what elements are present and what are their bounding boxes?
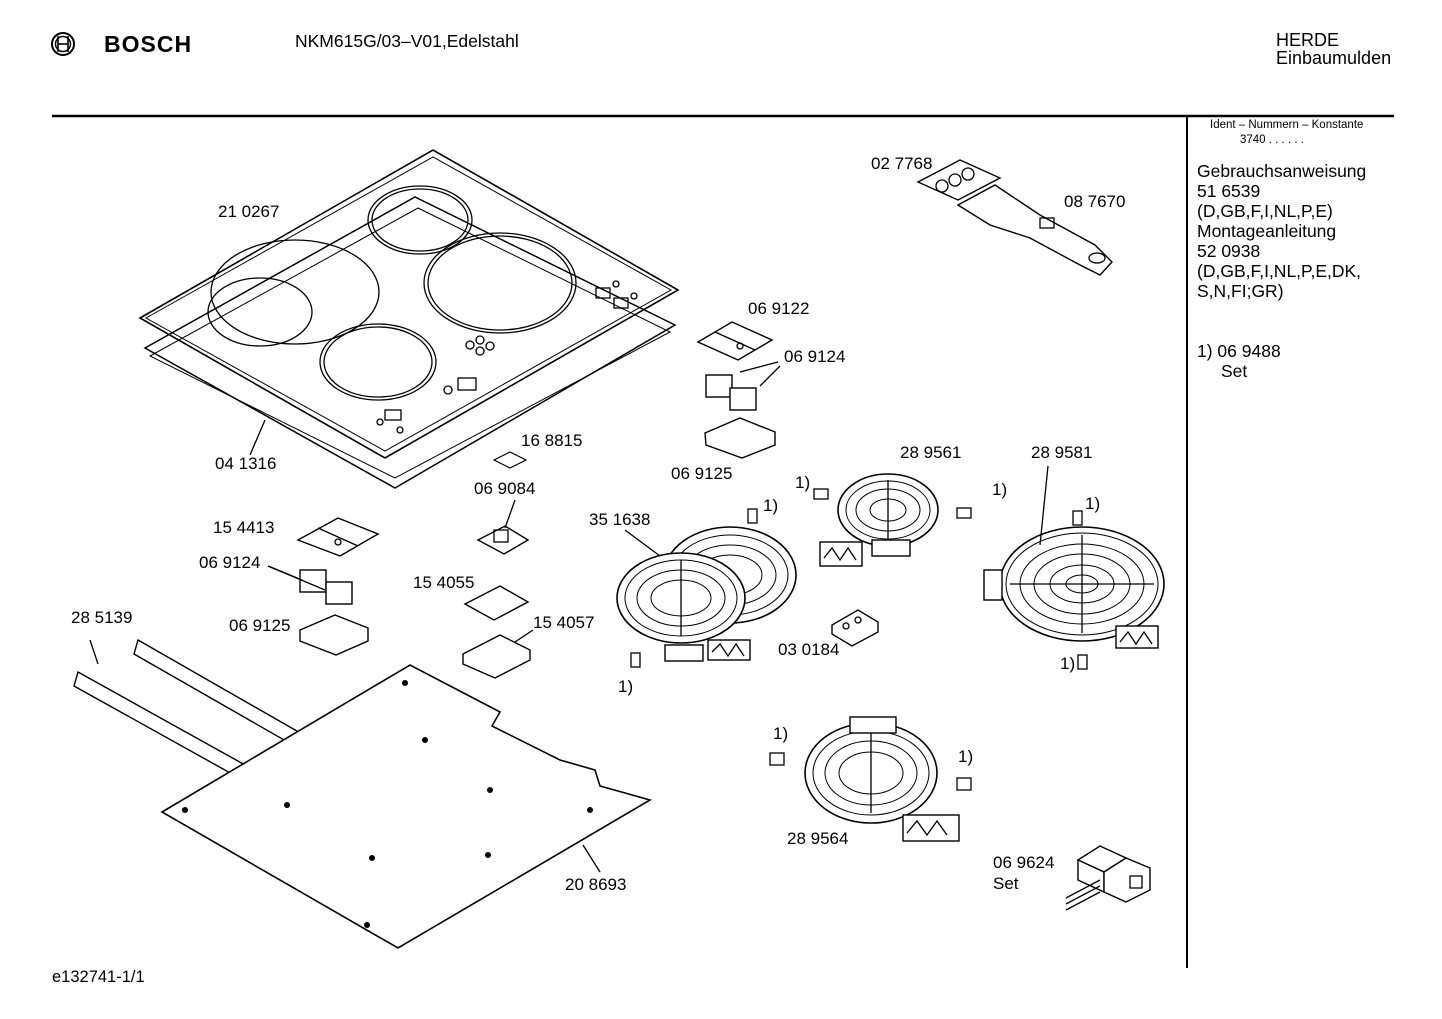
sidebar-line: (D,GB,F,I,NL,P,E,DK, xyxy=(1197,261,1362,281)
footnote-marker: 1) xyxy=(795,473,811,492)
sidebar-line: Gebrauchsanweisung xyxy=(1197,161,1367,181)
part-label: 28 9561 xyxy=(900,443,962,462)
model-title: NKM615G/03–V01,Edelstahl xyxy=(295,31,519,51)
part-label: 06 9124 xyxy=(199,553,261,572)
heating-element-289564-drawing xyxy=(769,716,972,842)
part-label: 15 4413 xyxy=(213,518,275,537)
ident-label: Ident – Nummern – Konstante xyxy=(1210,119,1364,131)
bosch-logo-icon xyxy=(51,32,75,56)
set-note-text: Set xyxy=(1221,361,1248,381)
footnote-marker: 1) xyxy=(1085,494,1101,513)
heating-element-289561-drawing xyxy=(813,473,972,567)
part-label: 28 5139 xyxy=(71,608,133,627)
part-label: 21 0267 xyxy=(218,202,280,221)
footnote-marker: 1) xyxy=(1060,654,1076,673)
part-label: 03 0184 xyxy=(778,640,840,659)
part-label: 06 9122 xyxy=(748,299,810,318)
footnote-marker: 1) xyxy=(992,480,1008,499)
sidebar-line: 51 6539 xyxy=(1197,181,1261,201)
part-label: 06 9624 xyxy=(993,853,1055,872)
part-label: 06 9124 xyxy=(784,347,846,366)
switch-group-top-drawing xyxy=(696,321,781,459)
part-label: 15 4055 xyxy=(413,573,475,592)
footnote-marker: 1) xyxy=(773,724,789,743)
brand-name: BOSCH xyxy=(104,31,193,57)
footnote-marker: 1) xyxy=(618,677,634,696)
scraper-drawing xyxy=(916,159,1113,276)
footnote-marker: 1) xyxy=(958,747,974,766)
document-id: e132741-1/1 xyxy=(52,968,145,986)
part-label: 06 9125 xyxy=(229,616,291,635)
seal-frame-drawing xyxy=(143,196,677,489)
sidebar-line: (D,GB,F,I,NL,P,E) xyxy=(1197,201,1333,221)
part-label: 16 8815 xyxy=(521,431,583,450)
connector-set-069624-drawing xyxy=(1065,845,1151,911)
part-label: 20 8693 xyxy=(565,875,627,894)
small-parts-drawing xyxy=(462,451,534,679)
set-note-number: 1) 06 9488 xyxy=(1197,341,1281,361)
sidebar-line: S,N,FI;GR) xyxy=(1197,281,1284,301)
footnote-marker: 1) xyxy=(763,496,779,515)
base-plate-drawing xyxy=(160,664,653,949)
part-label: 06 9084 xyxy=(474,479,536,498)
part-label: 04 1316 xyxy=(215,454,277,473)
part-label: 35 1638 xyxy=(589,510,651,529)
part-label: 06 9125 xyxy=(671,464,733,483)
switch-group-mid-drawing xyxy=(267,517,380,656)
part-label: 08 7670 xyxy=(1064,192,1126,211)
dual-heating-element-drawing xyxy=(616,508,797,668)
category-line-2: Einbaumulden xyxy=(1276,48,1392,68)
terminal-block-030184-drawing xyxy=(831,609,879,647)
heating-element-289581-drawing xyxy=(983,465,1165,670)
sidebar-line: Montageanleitung xyxy=(1197,221,1337,241)
sidebar-line: 52 0938 xyxy=(1197,241,1261,261)
part-label: 28 9564 xyxy=(787,829,849,848)
category-line-1: HERDE xyxy=(1276,30,1340,50)
part-label: 28 9581 xyxy=(1031,443,1093,462)
cooktop-glass-drawing xyxy=(138,149,680,459)
ident-value: 3740 . . . . . . xyxy=(1240,134,1304,146)
part-label: 15 4057 xyxy=(533,613,595,632)
part-label: Set xyxy=(993,874,1019,893)
part-label: 02 7768 xyxy=(871,154,933,173)
